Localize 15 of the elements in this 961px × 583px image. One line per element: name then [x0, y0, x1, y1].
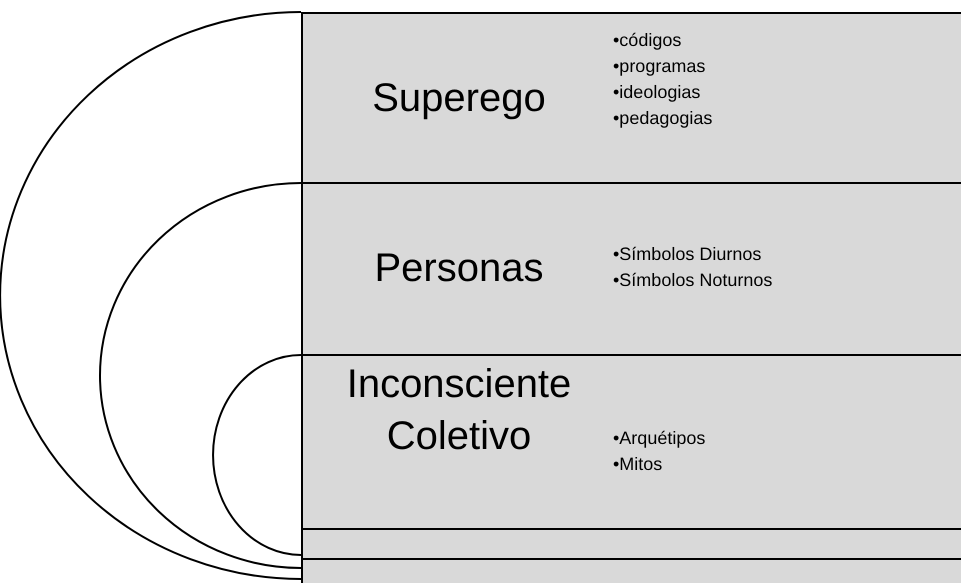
layer-title: Personas: [374, 245, 544, 292]
band-box: [301, 354, 961, 530]
bullet-item: •Símbolos Diurnos: [613, 243, 762, 266]
band-box: [301, 12, 961, 185]
layer-title: Inconsciente Coletivo: [346, 361, 572, 460]
band-box: [301, 528, 961, 560]
bullet-item: •Arquétipos: [613, 427, 706, 450]
band-box: [301, 182, 961, 356]
layer-title: Superego: [371, 75, 547, 122]
bullet-item: •Símbolos Noturnos: [613, 269, 772, 292]
bullet-item: •Mitos: [613, 453, 662, 476]
bullet-item: •pedagogias: [613, 107, 712, 130]
bullet-item: •ideologias: [613, 81, 700, 104]
bullet-item: •códigos: [613, 29, 682, 52]
bullet-item: •programas: [613, 55, 706, 78]
